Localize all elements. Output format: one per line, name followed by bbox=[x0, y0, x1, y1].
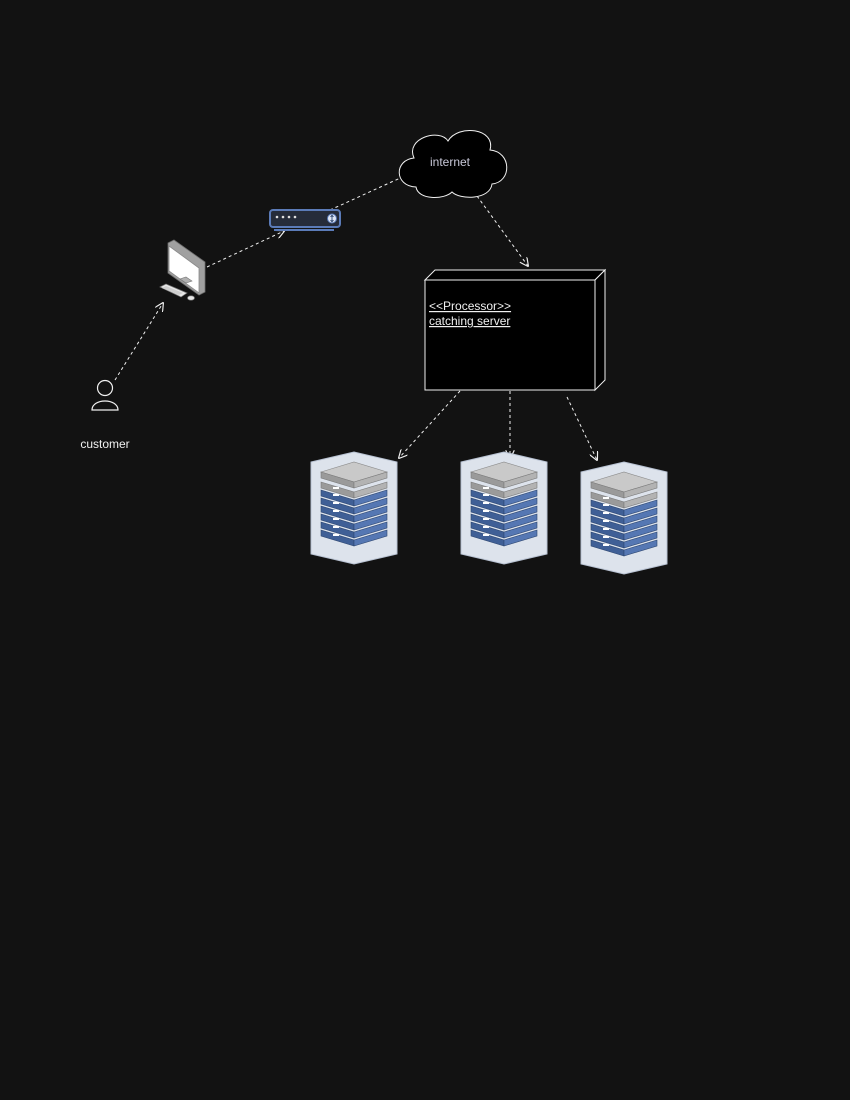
server-rack-icon[interactable] bbox=[460, 451, 548, 565]
internet-cloud-node[interactable]: internet bbox=[398, 130, 508, 198]
edge-router-to-internet[interactable] bbox=[329, 174, 409, 211]
user-icon bbox=[91, 379, 119, 411]
edge-processor-to-server-3[interactable] bbox=[566, 396, 597, 460]
network-router-icon[interactable] bbox=[269, 209, 341, 231]
server-rack-icon[interactable] bbox=[580, 461, 668, 575]
customer-label: customer bbox=[80, 437, 129, 451]
server-rack-icon[interactable] bbox=[310, 451, 398, 565]
cloud-icon bbox=[398, 130, 508, 198]
edge-customer-to-computer[interactable] bbox=[114, 303, 163, 381]
connectors bbox=[114, 174, 597, 460]
processor-name: catching server bbox=[429, 314, 510, 328]
edge-computer-to-router[interactable] bbox=[206, 231, 284, 268]
desktop-computer-icon[interactable] bbox=[159, 239, 206, 301]
edge-processor-to-server-1[interactable] bbox=[399, 390, 461, 458]
processor-stereotype: <<Processor>> bbox=[429, 299, 511, 313]
edge-internet-to-processor[interactable] bbox=[476, 195, 528, 266]
customer-node[interactable]: customer bbox=[80, 379, 130, 452]
processor-node[interactable]: <<Processor>> catching server bbox=[423, 268, 607, 392]
internet-label: internet bbox=[430, 155, 471, 169]
